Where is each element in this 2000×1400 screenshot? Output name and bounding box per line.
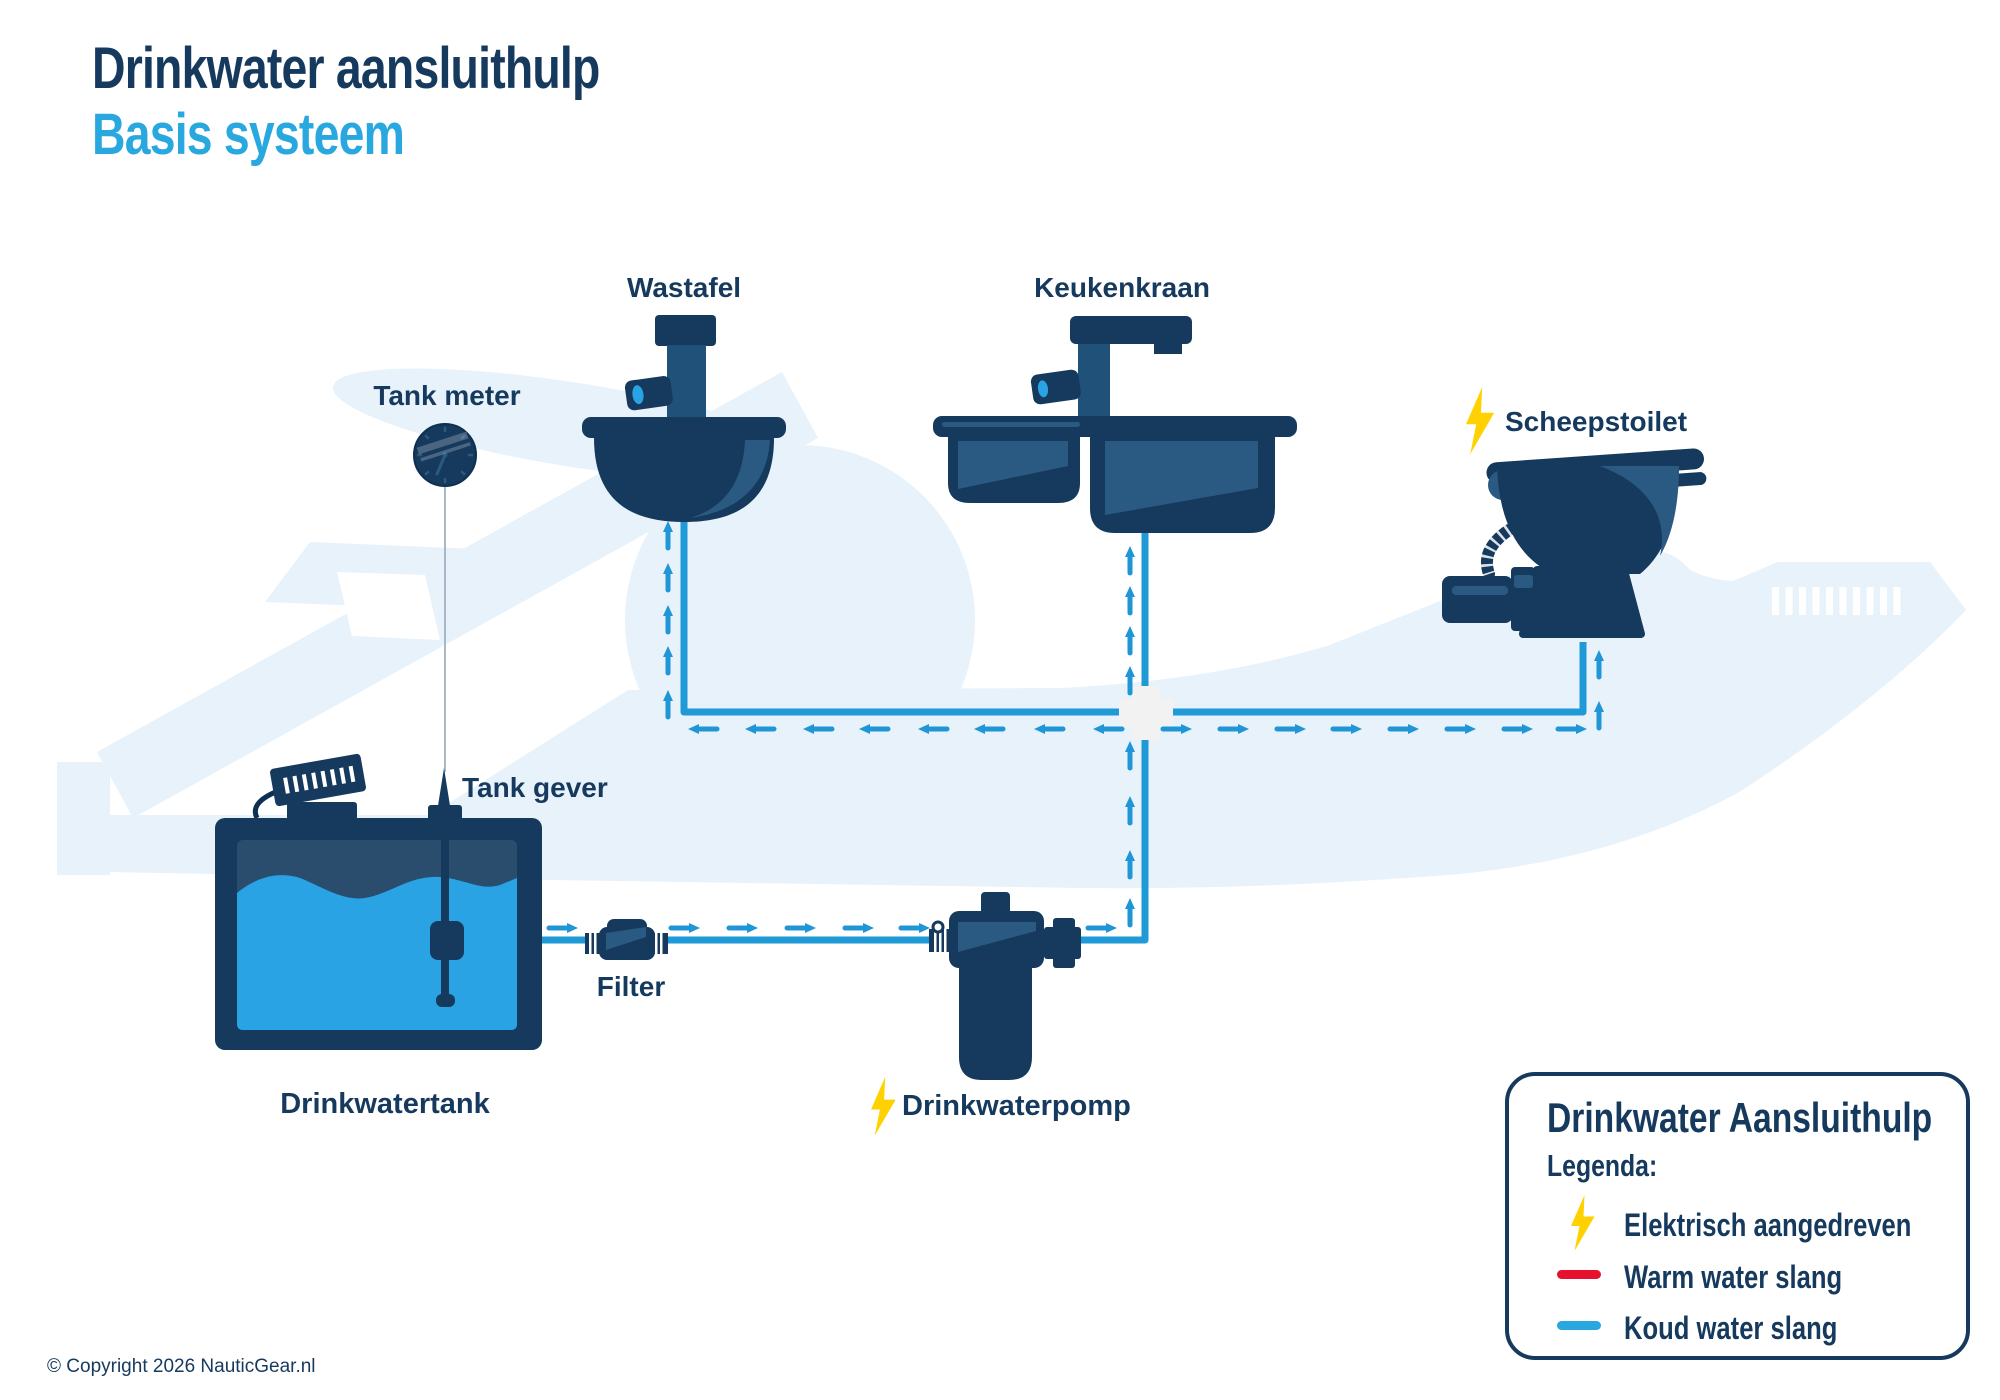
tank-meter-gauge: [413, 423, 477, 772]
pump-lightning-bolt-icon: [871, 1077, 896, 1136]
drinkwaterpomp: [871, 892, 1081, 1136]
label-wastafel: Wastafel: [626, 272, 742, 303]
wastafel-tap-column: [667, 345, 706, 421]
legend-warm-water-line: [1557, 1270, 1601, 1279]
boat-cabin-dome: [625, 445, 975, 795]
wastafel-bowl-highlight: [690, 440, 770, 518]
legend: Drinkwater Aansluithulp Legenda: Elektri…: [1505, 1072, 1970, 1360]
tank-gever-sensor: [428, 768, 464, 1007]
toilet-bowl: [1497, 466, 1679, 574]
toilet-bowl-highlight: [1600, 466, 1679, 556]
toilet-pedestal: [1519, 566, 1645, 638]
label-tank-meter: Tank meter: [373, 380, 521, 411]
scheepstoilet: [1442, 387, 1707, 638]
subtitle-text: Basis systeem: [92, 102, 405, 167]
pump-inlet-ring: [931, 920, 945, 934]
legend-lightning-bolt-icon: [1571, 1194, 1595, 1252]
pipe-pump-to-keukenkraan: [1079, 533, 1149, 944]
legend-item-warm: Warm water slang: [1624, 1259, 1843, 1295]
label-scheepstoilet: Scheepstoilet: [1505, 406, 1688, 437]
legend-title: Drinkwater Aansluithulp: [1547, 1094, 1933, 1141]
label-tank-gever: Tank gever: [462, 772, 608, 803]
pump-canister: [959, 965, 1032, 1080]
pump-top-stub: [981, 892, 1010, 916]
legend-heading: Legenda:: [1547, 1148, 1658, 1183]
legend-item-koud: Koud water slang: [1624, 1310, 1838, 1346]
railing-slats: [1772, 587, 1901, 615]
keukenkraan-counter: [933, 416, 1297, 437]
keukenkraan-sink: [933, 316, 1297, 533]
sender-cable: [252, 788, 279, 820]
toilet-hose: [1480, 524, 1515, 580]
drinkwatertank: [215, 753, 542, 1050]
boat-stern-step: [57, 762, 110, 875]
keukenkraan-spout-tip: [1154, 344, 1182, 354]
label-drinkwaterpomp: Drinkwaterpomp: [902, 1090, 1131, 1122]
label-filter: Filter: [596, 971, 666, 1002]
flow-arrows: [546, 521, 1604, 933]
gauge-needle: [435, 453, 447, 476]
legend-item-elektrisch: Elektrisch aangedreven: [1624, 1207, 1912, 1243]
wastafel-sink: [582, 315, 786, 522]
copyright-text: © Copyright 2026 NauticGear.nl: [47, 1356, 316, 1377]
tank-water: [237, 875, 517, 1030]
page-title: Drinkwater aansluithulp Basis systeem: [92, 36, 726, 168]
tank-sender-display: [270, 753, 366, 807]
gauge-ticks: [417, 427, 473, 483]
boat-hull: [110, 550, 1966, 889]
label-drinkwatertank: Drinkwatertank: [280, 1088, 490, 1120]
keukenkraan-handle: [1030, 369, 1081, 405]
inline-filter: [585, 919, 668, 960]
boat-canopy-window: [337, 572, 440, 640]
keukenkraan-column: [1078, 344, 1110, 420]
toilet-pump-body: [1442, 576, 1513, 623]
toilet-lightning-bolt-icon: [1466, 387, 1495, 455]
pipe-crossing-marker: [1119, 686, 1173, 740]
wastafel-tap-top: [655, 315, 716, 346]
wastafel-handle: [624, 375, 673, 411]
title-text: Drinkwater aansluithulp: [92, 36, 600, 101]
keukenkraan-spout: [1070, 316, 1192, 344]
wastafel-rim: [582, 417, 786, 438]
tank-top-cap: [287, 802, 357, 820]
label-keukenkraan: Keukenkraan: [1034, 272, 1210, 303]
legend-koud-water-line: [1557, 1321, 1601, 1330]
gauge-glass-reflection: [416, 431, 471, 462]
